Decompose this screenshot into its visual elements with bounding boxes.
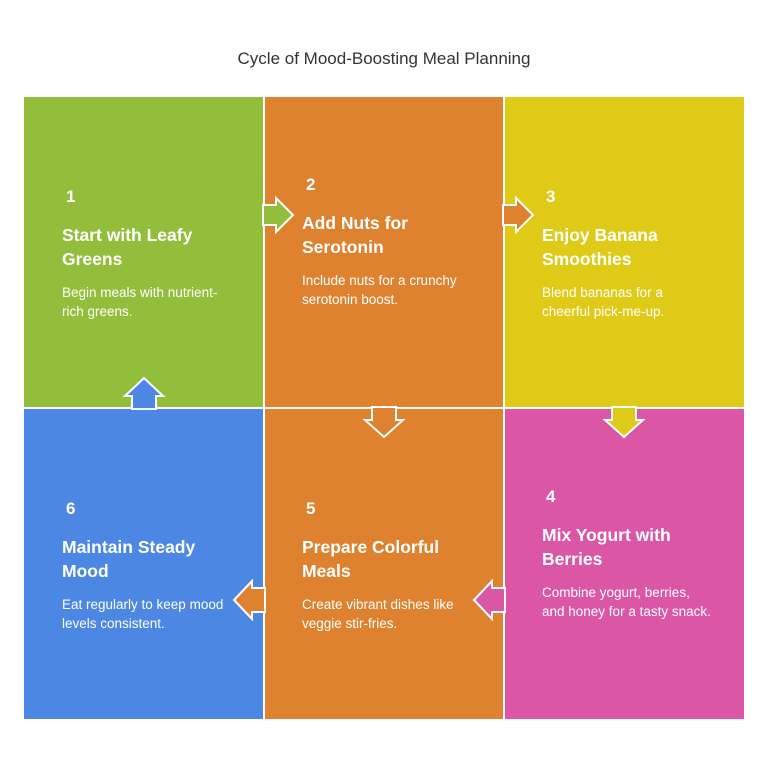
step-number: 4 [546, 487, 556, 506]
step-title: Maintain Steady Mood [62, 537, 196, 581]
step-number: 2 [306, 175, 316, 194]
arrow-down-icon [602, 406, 646, 439]
step-number: 3 [546, 187, 556, 206]
step-3-box: 3 Enjoy Banana Smoothies Blend bananas f… [504, 97, 744, 408]
arrow-right-icon [262, 195, 295, 235]
step-description: Blend bananas for a cheerful pick-me-up. [542, 285, 665, 319]
step-title: Start with Leafy Greens [62, 225, 193, 269]
arrow-right-icon [502, 195, 535, 235]
step-number: 5 [306, 499, 316, 518]
arrow-up-icon [122, 376, 166, 410]
step-title: Mix Yogurt with Berries [542, 525, 671, 569]
step-title: Prepare Colorful Meals [302, 537, 440, 581]
step-title: Add Nuts for Serotonin [302, 213, 408, 257]
step-number: 1 [66, 187, 76, 206]
step-description: Begin meals with nutrient-rich greens. [62, 285, 218, 319]
step-1-box: 1 Start with Leafy Greens Begin meals wi… [24, 97, 264, 408]
step-description: Eat regularly to keep mood levels consis… [62, 597, 224, 631]
step-2-box: 2 Add Nuts for Serotonin Include nuts fo… [264, 97, 504, 408]
step-title: Enjoy Banana Smoothies [542, 225, 658, 269]
step-4-box: 4 Mix Yogurt with Berries Combine yogurt… [504, 408, 744, 719]
arrow-down-icon [362, 406, 406, 439]
step-5-box: 5 Prepare Colorful Meals Create vibrant … [264, 408, 504, 719]
step-description: Include nuts for a crunchy serotonin boo… [302, 273, 457, 307]
step-description: Create vibrant dishes like veggie stir-f… [302, 597, 454, 631]
arrow-left-icon [472, 578, 506, 622]
step-6-box: 6 Maintain Steady Mood Eat regularly to … [24, 408, 264, 719]
step-description: Combine yogurt, berries, and honey for a… [542, 585, 711, 619]
diagram-title: Cycle of Mood-Boosting Meal Planning [237, 49, 531, 68]
arrow-left-icon [232, 578, 266, 622]
step-number: 6 [66, 499, 76, 518]
